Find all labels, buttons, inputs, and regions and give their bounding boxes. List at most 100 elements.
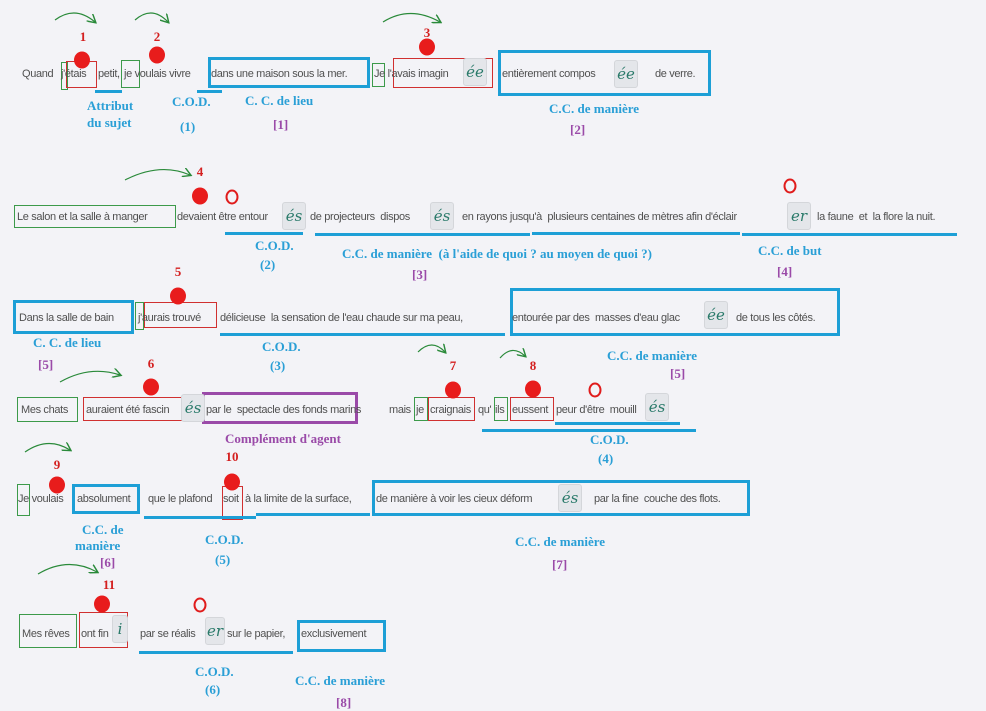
label: (1) — [180, 119, 196, 134]
label: [6] — [100, 555, 116, 570]
handwritten-ending: ée — [704, 301, 728, 329]
label: C.C. de manière — [607, 348, 698, 363]
verb-dot — [170, 287, 186, 305]
underline — [144, 516, 256, 519]
sentence-segment: ont fin — [81, 628, 109, 640]
sentence-segment: de projecteurs dispos — [310, 211, 410, 223]
subject-box — [372, 63, 385, 87]
sentence-segment: entourée par des masses d'eau glac — [512, 312, 680, 324]
label: C.C. de — [82, 522, 124, 537]
verb-dot — [445, 381, 461, 399]
label: Complément d'agent — [225, 431, 341, 446]
subject-box — [17, 484, 30, 516]
handwritten-ending: ée — [463, 58, 487, 86]
cc-maniere-box — [297, 620, 386, 652]
underline — [95, 90, 122, 93]
sentence-segment: auraient été fascin — [86, 404, 170, 416]
verb-number: 9 — [53, 457, 61, 472]
label: C.O.D. — [195, 664, 234, 679]
label: (3) — [270, 358, 286, 373]
sentence-segment: j'aurais trouvé — [138, 312, 201, 324]
verb-dot — [149, 46, 165, 64]
subject-box — [19, 614, 77, 648]
sentence-segment: ils — [495, 404, 505, 416]
verb-number: 3 — [423, 25, 431, 40]
sentence-segment: la faune et la flore la nuit. — [817, 211, 936, 223]
underline — [532, 232, 740, 235]
sentence-segment: par se réalis — [140, 628, 196, 640]
verb-number: 8 — [529, 358, 537, 373]
verb-dot — [94, 595, 110, 613]
sentence-segment: qu' — [478, 404, 492, 416]
infinitive-circle — [783, 178, 797, 194]
subject-box — [61, 62, 68, 90]
handwritten-ending: er — [205, 617, 225, 645]
verb-box — [393, 58, 493, 88]
label: Attribut — [87, 98, 134, 113]
verb-number: 4 — [196, 164, 204, 179]
sentence-segment: dans une maison sous la mer. — [211, 68, 348, 80]
label: [5] — [38, 357, 54, 372]
label: C.C. de manière — [295, 673, 386, 688]
verb-number: 5 — [174, 264, 182, 279]
subject-box — [121, 60, 140, 88]
handwritten-ending: és — [181, 394, 205, 422]
verb-number: 6 — [147, 356, 155, 371]
handwritten-ending: és — [558, 484, 582, 512]
sentence-segment: en rayons jusqu'à plusieurs centaines de… — [462, 211, 737, 223]
sentence-segment: absolument — [77, 493, 131, 505]
underline — [220, 333, 505, 336]
underline — [139, 651, 293, 654]
sentence-segment: Je l'avais imagin — [374, 68, 449, 80]
cc-maniere-box — [372, 480, 750, 516]
label: manière — [75, 538, 121, 553]
verb-number: 1 — [79, 29, 87, 44]
handwritten-ending: er — [787, 202, 811, 230]
subject-box — [414, 397, 428, 421]
label: C. C. de lieu — [33, 335, 102, 350]
verb-dot — [143, 378, 159, 396]
label: [5] — [670, 366, 686, 381]
sentence-segment: soit — [223, 493, 239, 505]
underline — [555, 422, 680, 425]
label: C.C. de but — [758, 243, 822, 258]
label: C.C. de manière (à l'aide de quoi ? au m… — [342, 246, 652, 261]
sentence-segment: exclusivement — [301, 628, 367, 640]
sentence-segment: entièrement compos — [502, 68, 596, 80]
sentence-segment: je — [416, 404, 424, 416]
infinitive-circle — [225, 189, 239, 205]
label: [2] — [570, 122, 586, 137]
sentence-segment: par la fine couche des flots. — [594, 493, 721, 505]
sentence-segment: petit, — [98, 68, 120, 80]
handwritten-ending: és — [645, 393, 669, 421]
underline — [256, 513, 370, 516]
label: du sujet — [87, 115, 132, 130]
cc-maniere-box — [72, 484, 140, 514]
cc-maniere-box — [510, 288, 840, 336]
underline — [225, 232, 303, 235]
verb-dot — [49, 476, 65, 494]
handwritten-ending: és — [282, 202, 306, 230]
subject-box — [14, 205, 176, 228]
subject-box — [17, 397, 78, 422]
label: (5) — [215, 552, 231, 567]
verb-box — [510, 397, 554, 421]
sentence-segment: mais — [389, 404, 411, 416]
sentence-segment: peur d'être mouill — [556, 404, 637, 416]
cc-lieu-box — [13, 300, 134, 334]
underline — [315, 233, 530, 236]
label: C.C. de manière — [549, 101, 640, 116]
label: C.O.D. — [255, 238, 294, 253]
sentence-segment: sur le papier, — [227, 628, 286, 640]
sentence-segment: que le plafond — [148, 493, 213, 505]
cc-lieu-box — [208, 57, 370, 88]
label: [8] — [336, 695, 352, 710]
sentence-segment: Dans la salle de bain — [19, 312, 114, 324]
label: (6) — [205, 682, 221, 697]
sentence-segment: de tous les côtés. — [736, 312, 816, 324]
subject-box — [135, 302, 144, 330]
sentence-segment: à la limite de la surface, — [245, 493, 352, 505]
sentence-segment: de verre. — [655, 68, 696, 80]
